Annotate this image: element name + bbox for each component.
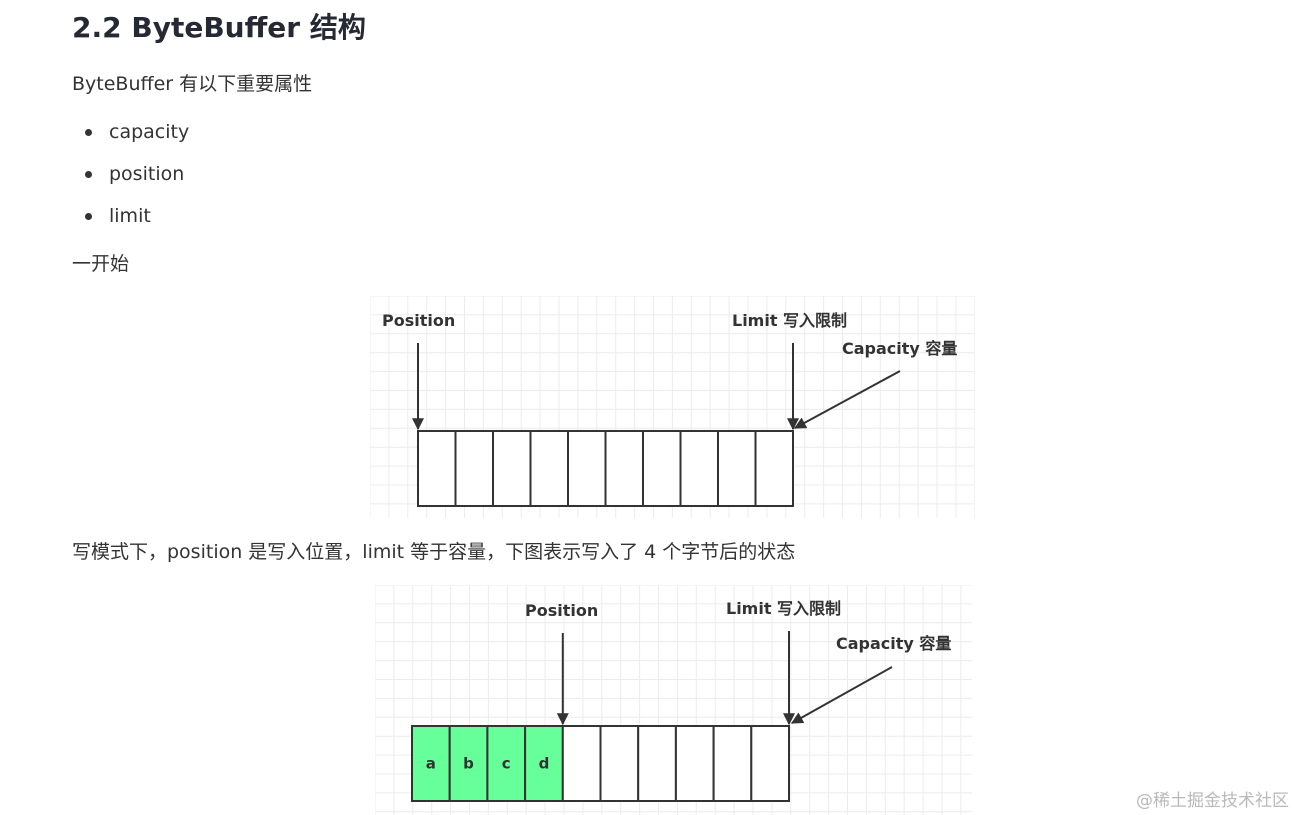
buffer-diagram-initial: Position Limit 写入限制 Capacity 容量 (370, 296, 975, 518)
capacity-arrow (790, 666, 893, 724)
start-paragraph: 一开始 (72, 253, 130, 275)
article-body: 2.2 ByteBuffer 结构 ByteBuffer 有以下重要属性 cap… (72, 0, 1222, 815)
buffer-cell (679, 430, 719, 507)
position-label: Position (525, 601, 598, 620)
cell-value: a (426, 755, 436, 773)
list-item: capacity (85, 118, 190, 160)
list-item-text: position (109, 163, 185, 185)
capacity-label: Capacity 容量 (842, 339, 957, 358)
buffer-diagram-written: a b c d Position Limit 写入限制 Capacity 容量 (375, 585, 972, 815)
intro-paragraph: ByteBuffer 有以下重要属性 (72, 73, 313, 95)
buffer-cell (637, 725, 677, 802)
cell-value: c (502, 755, 511, 773)
list-item: position (85, 160, 189, 202)
cell-value: d (539, 755, 550, 773)
buffer-cell (529, 430, 569, 507)
capacity-label: Capacity 容量 (836, 634, 951, 653)
buffer-cell (561, 725, 602, 802)
buffer-cell (567, 430, 607, 507)
property-list: capacity position limit (85, 118, 190, 244)
buffer-cell (754, 430, 794, 507)
buffer-cell (486, 725, 527, 802)
bullet-icon (85, 213, 92, 220)
limit-label: Limit 写入限制 (732, 311, 847, 330)
position-label: Position (382, 311, 455, 330)
buffer-cell (717, 430, 757, 507)
buffer-cell (674, 725, 715, 802)
watermark-text: @稀土掘金技术社区 (1136, 791, 1289, 811)
bullet-icon (85, 171, 92, 178)
buffer-cell (411, 725, 451, 802)
buffer-cell (604, 430, 644, 507)
buffer-cell (524, 725, 564, 802)
buffer-cell (417, 430, 457, 507)
list-item-text: capacity (109, 121, 190, 143)
buffer-diagram-svg: a b c d Position Limit 写入限制 Capacity 容量 (375, 585, 972, 815)
write-mode-paragraph: 写模式下，position 是写入位置，limit 等于容量，下图表示写入了 4… (72, 541, 796, 563)
buffer-cell (599, 725, 640, 802)
buffer-cell (712, 725, 753, 802)
buffer-cell (750, 725, 790, 802)
bullet-icon (85, 129, 92, 136)
cell-value: b (463, 755, 474, 773)
buffer-cell (492, 430, 532, 507)
limit-label: Limit 写入限制 (726, 599, 841, 618)
buffer-diagram-svg: Position Limit 写入限制 Capacity 容量 (370, 296, 975, 518)
list-item: limit (85, 202, 189, 244)
section-heading: 2.2 ByteBuffer 结构 (72, 11, 366, 44)
buffer-cell (642, 430, 682, 507)
capacity-arrow (793, 370, 901, 429)
list-item-text: limit (109, 205, 151, 227)
buffer-cell (454, 430, 494, 507)
